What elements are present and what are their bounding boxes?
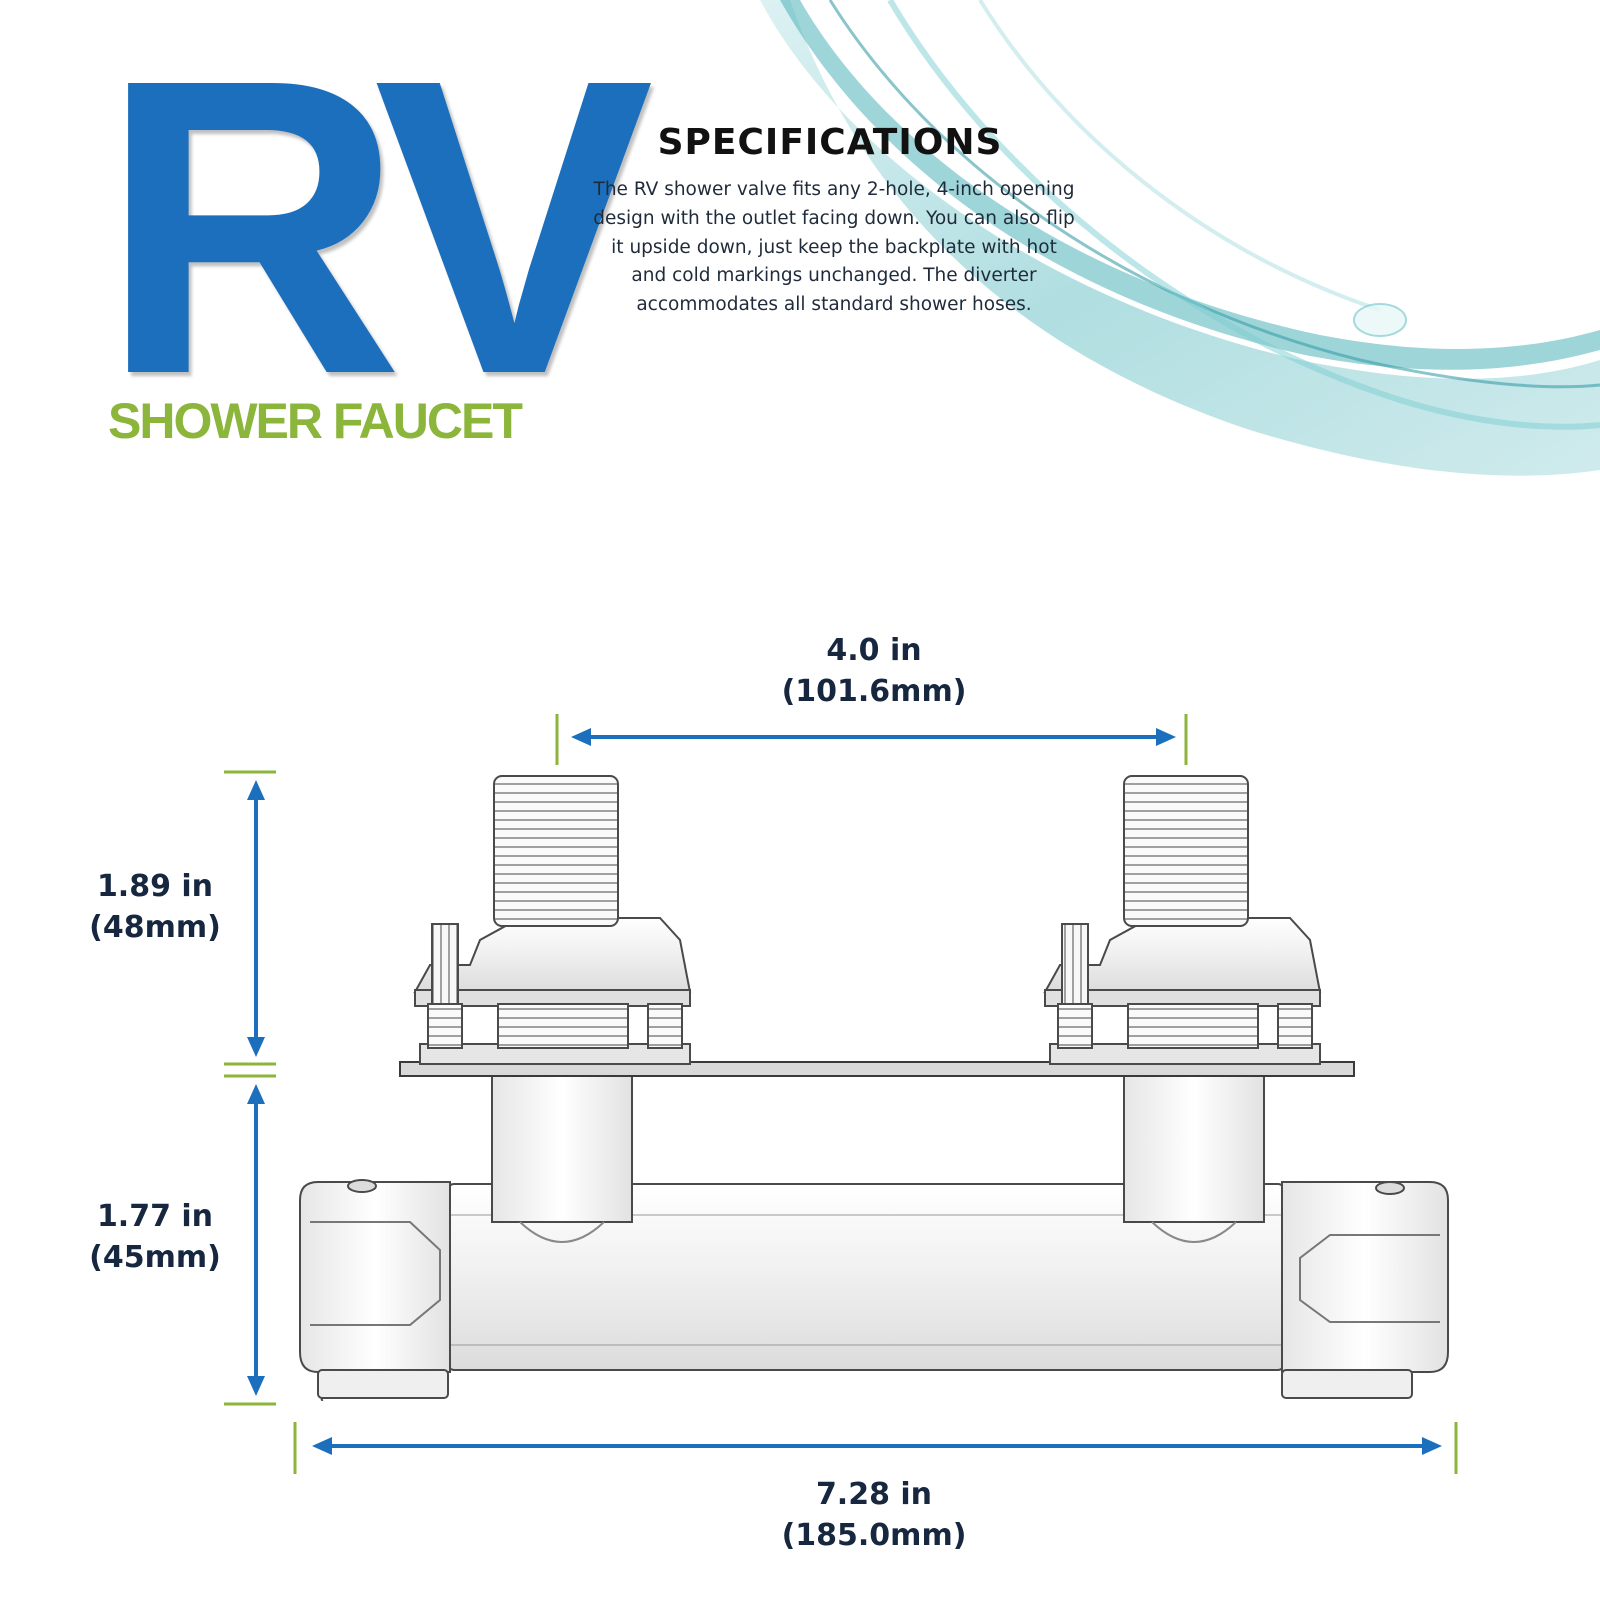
total-width-inches: 7.28 in xyxy=(815,1477,933,1512)
valve-backplate xyxy=(399,1061,1355,1077)
left-threaded-inlet xyxy=(493,775,619,927)
water-splash-image xyxy=(760,0,1600,476)
lower-height-dimension-label: 1.77 in (45mm) xyxy=(60,1196,250,1278)
total-width-dimension-label: 7.28 in (185.0mm) xyxy=(764,1474,984,1556)
right-mounting-bracket xyxy=(1043,917,1322,1049)
shower-valve-body xyxy=(299,775,1449,1402)
valve-right-riser xyxy=(1123,1071,1265,1223)
left-mounting-bracket xyxy=(413,917,692,1049)
product-line-title: SHOWER FAUCET xyxy=(108,393,523,449)
specifications-heading: SPECIFICATIONS xyxy=(657,122,1003,163)
spacing-inches: 4.0 in xyxy=(826,633,922,668)
total-width-millimeters: (185.0mm) xyxy=(781,1518,967,1553)
specifications-description: The RV shower valve fits any 2-hole, 4-i… xyxy=(593,179,1075,316)
brand-logo-rv: RV xyxy=(100,0,654,462)
lower-height-millimeters: (45mm) xyxy=(89,1240,221,1275)
spacing-dimension-label: 4.0 in (101.6mm) xyxy=(774,630,974,712)
right-threaded-inlet xyxy=(1123,775,1249,927)
upper-height-dimension-label: 1.89 in (48mm) xyxy=(60,866,250,948)
dimension-spacing-guide xyxy=(555,714,1188,765)
valve-left-riser xyxy=(491,1071,633,1223)
upper-height-inches: 1.89 in xyxy=(96,869,214,904)
dimension-height-guide xyxy=(224,770,276,1406)
valve-left-end-cap xyxy=(299,1181,451,1402)
spacing-arrow-left-head xyxy=(571,728,591,746)
dimension-width-guide xyxy=(293,1422,1458,1474)
spacing-arrow-right-head xyxy=(1156,728,1176,746)
spacing-millimeters: (101.6mm) xyxy=(781,674,967,709)
valve-right-end-cap xyxy=(1281,1181,1449,1373)
lower-height-inches: 1.77 in xyxy=(96,1199,214,1234)
upper-height-millimeters: (48mm) xyxy=(89,910,221,945)
